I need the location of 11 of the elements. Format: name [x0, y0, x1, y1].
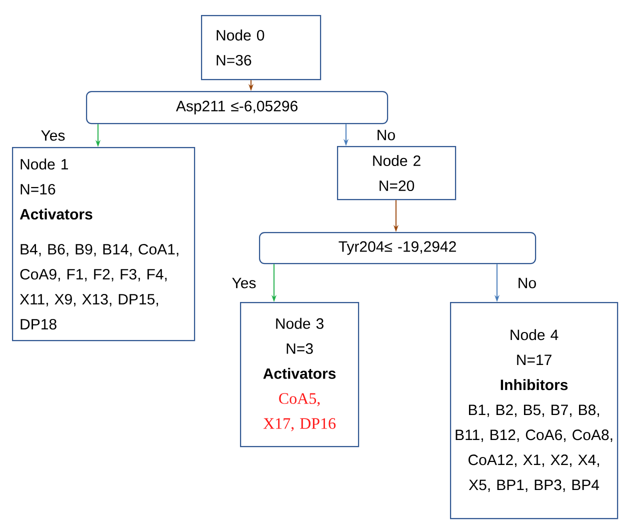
edge-label: No	[378, 130, 395, 140]
tree-node-box: Node 1 N=16 Activators B4, B6, B9, B14, CoA1, CoA9, F1, F2, F3, F4, X11, X9, X13, DP15, DP18	[12, 147, 196, 342]
tree-node-box: Node 0 N=36	[201, 15, 322, 80]
tree-node-box: Node 3 N=3 Activators CoA5, X17, DP16	[240, 302, 360, 448]
tree-node-box: Node 4 N=17 Inhibitors B1, B2, B5, B7, B8, B11, B12, CoA6, CoA8, CoA12, X1, X2, X4, X5, BP1, BP3, BP4	[450, 302, 618, 520]
edge-label: No	[518, 278, 536, 288]
tree-node-box: Node 2 N=20	[337, 146, 456, 200]
edge-label: Yes	[232, 278, 256, 288]
split-condition-box: Tyr204≤ -19,2942	[259, 232, 536, 264]
split-condition-box: Asp211 ≤-6,05296	[86, 91, 388, 124]
edge-label: Yes	[41, 130, 65, 141]
